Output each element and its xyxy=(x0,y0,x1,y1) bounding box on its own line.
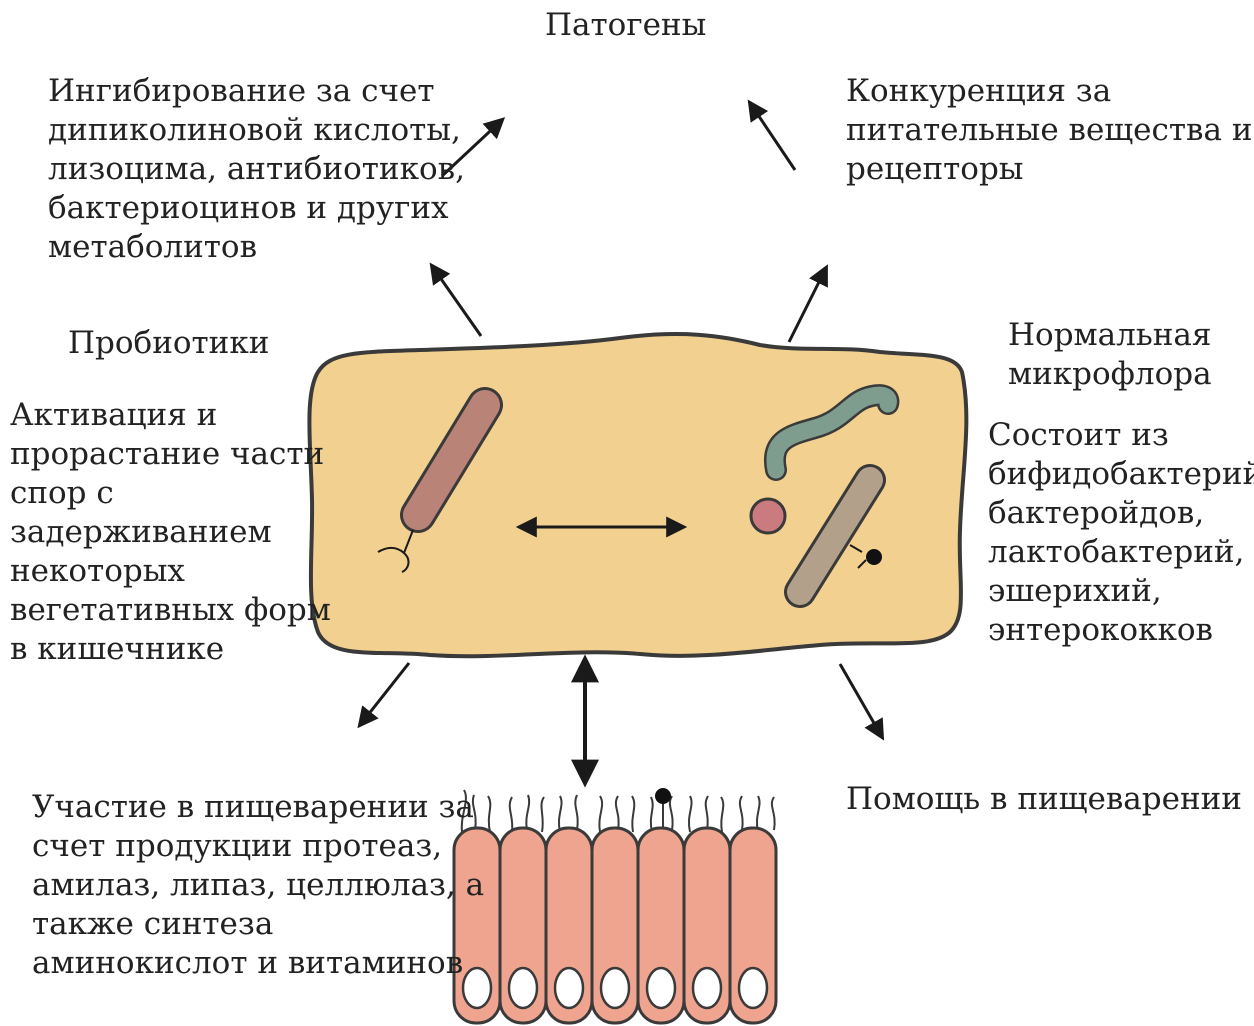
title-pathogens: Патогены xyxy=(545,6,706,45)
probiotics-desc-line: задерживанием xyxy=(10,513,331,552)
arrow-flora-up xyxy=(789,268,826,342)
normal-flora-desc-line: бифидобактерий, xyxy=(988,455,1254,494)
probiotics-desc-line: некоторых xyxy=(10,552,331,591)
inhibition-line: бактериоцинов и других xyxy=(48,189,465,228)
inhibition-line: дипиколиновой кислоты, xyxy=(48,111,465,150)
competition-line: Конкуренция за xyxy=(846,72,1252,111)
normal-flora-desc-line: лактобактерий, xyxy=(988,533,1254,572)
digestion-participation-line: счет продукции протеаз, xyxy=(32,827,484,866)
competition-line: питательные вещества и xyxy=(846,111,1252,150)
inhibition-line: метаболитов xyxy=(48,228,465,267)
digestion-participation-line: Участие в пищеварении за xyxy=(32,788,484,827)
probiotics-description: Активация и прорастание части спор с зад… xyxy=(10,396,331,669)
normal-flora-label-line: микрофлора xyxy=(1008,355,1212,394)
probiotics-desc-line: вегетативных форм xyxy=(10,591,331,630)
normal-flora-description: Состоит из бифидобактерий, бактеройдов, … xyxy=(988,416,1254,650)
normal-flora-desc-line: эшерихий, xyxy=(988,572,1254,611)
probiotics-desc-line: Активация и xyxy=(10,396,331,435)
probiotics-desc-line: спор с xyxy=(10,474,331,513)
arrow-probiotics-up xyxy=(432,266,481,336)
epithelial-cells-icon xyxy=(454,788,776,1023)
coccus-icon xyxy=(751,499,785,533)
probiotics-desc-line: прорастание части xyxy=(10,435,331,474)
normal-flora-label: Нормальная микрофлора xyxy=(1008,316,1212,394)
arrow-down-left xyxy=(360,663,409,725)
digestion-participation-line: также синтеза xyxy=(32,905,484,944)
competition-text: Конкуренция за питательные вещества и ре… xyxy=(846,72,1252,189)
digestion-participation-line: амилаз, липаз, целлюлаз, а xyxy=(32,866,484,905)
digestion-participation-line: аминокислот и витаминов xyxy=(32,944,484,983)
inhibition-text: Ингибирование за счет дипиколиновой кисл… xyxy=(48,72,465,267)
arrow-down-right xyxy=(840,664,882,737)
normal-flora-desc-line: Состоит из xyxy=(988,416,1254,455)
probiotics-label: Пробиотики xyxy=(68,324,269,363)
digestion-help-text: Помощь в пищеварении xyxy=(846,780,1242,819)
probiotics-desc-line: в кишечнике xyxy=(10,630,331,669)
normal-flora-desc-line: бактеройдов, xyxy=(988,494,1254,533)
digestion-participation-text: Участие в пищеварении за счет продукции … xyxy=(32,788,484,983)
normal-flora-desc-line: энтерококков xyxy=(988,611,1254,650)
competition-line: рецепторы xyxy=(846,150,1252,189)
inhibition-line: Ингибирование за счет xyxy=(48,72,465,111)
normal-flora-label-line: Нормальная xyxy=(1008,316,1212,355)
arrow-competition xyxy=(750,103,795,170)
inhibition-line: лизоцима, антибиотиков, xyxy=(48,150,465,189)
